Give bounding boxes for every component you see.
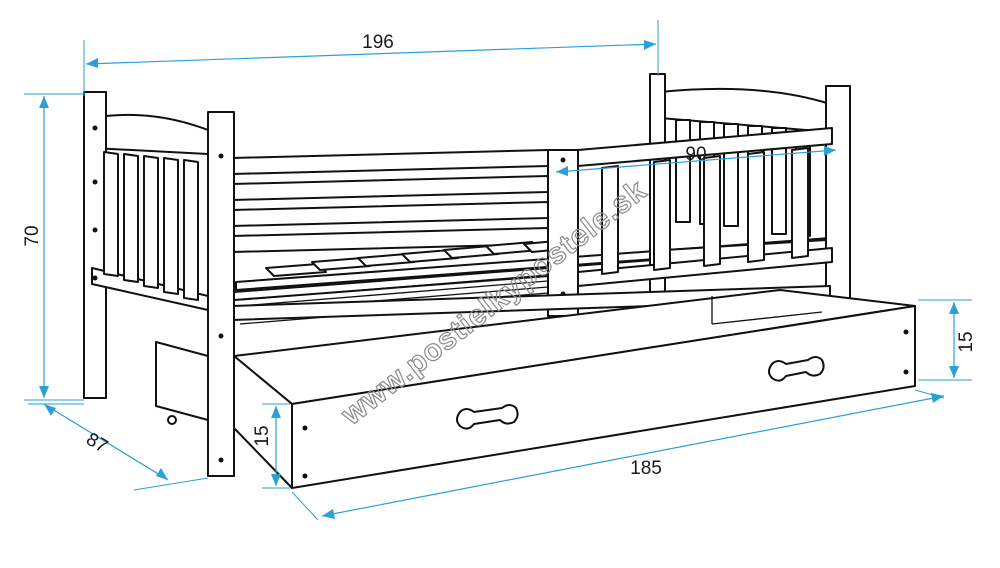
dim-depth-label: 87 [82, 429, 111, 458]
drawer-handle-right [768, 356, 825, 382]
left-headboard [83, 91, 235, 477]
dim-drawer-height-right-label: 15 [956, 331, 977, 352]
dim-rail-length-label: 90 [685, 144, 706, 165]
dim-drawer-length-label: 185 [630, 458, 662, 479]
left-storage-box [155, 341, 209, 425]
drawer-handle-front [456, 404, 519, 430]
bed-illustration [83, 73, 916, 489]
drawer [233, 289, 916, 489]
dim-height-label: 70 [22, 225, 43, 246]
dimension-lines [24, 20, 972, 521]
dim-length-label: 196 [362, 32, 394, 53]
dim-drawer-height-front-label: 15 [252, 425, 273, 446]
back-rails [231, 149, 549, 253]
front-safety-rail [547, 127, 833, 317]
